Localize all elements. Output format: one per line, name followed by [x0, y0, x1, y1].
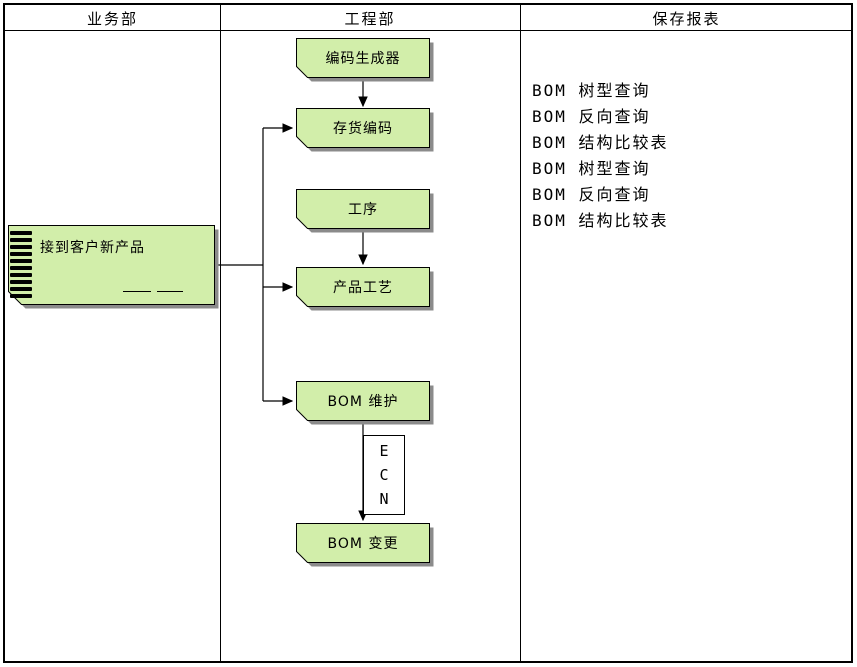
- node-shape-svg: [296, 38, 434, 82]
- node-code-generator: 编码生成器: [296, 38, 434, 82]
- node-shape: [296, 523, 430, 563]
- node-shape: [296, 108, 430, 148]
- node-label: BOM 维护: [327, 394, 399, 410]
- report-item: BOM 反向查询: [532, 107, 651, 126]
- header-divider: [5, 30, 851, 31]
- node-shape-svg: [296, 381, 434, 425]
- document-shape-svg: [8, 225, 219, 309]
- report-item: BOM 结构比较表: [532, 133, 669, 152]
- node-shape-svg: [296, 267, 434, 311]
- ecn-letter: N: [379, 490, 389, 508]
- binding-comb-icon: [10, 231, 32, 298]
- node-inventory-code: 存货编码: [296, 108, 434, 152]
- lane-header-saved-reports: 保存报表: [652, 10, 721, 28]
- node-operation: 工序: [296, 189, 434, 233]
- lane-divider-1: [220, 5, 221, 661]
- node-bom-maintenance: BOM 维护: [296, 381, 434, 425]
- node-shape: [296, 381, 430, 421]
- node-receive-new-product: 接到客户新产品: [8, 225, 219, 309]
- node-label: 存货编码: [333, 121, 393, 137]
- diagram-area: 业务部 工程部 保存报表: [5, 5, 851, 661]
- diagram-frame: 业务部 工程部 保存报表: [3, 3, 853, 663]
- node-label: 编码生成器: [325, 51, 401, 67]
- ecn-box: E C N: [363, 435, 405, 515]
- ecn-letter: E: [379, 442, 389, 460]
- ecn-letter: C: [379, 466, 389, 484]
- report-item: BOM 树型查询: [532, 81, 651, 100]
- report-item: BOM 树型查询: [532, 159, 651, 178]
- node-shape: [296, 189, 430, 229]
- node-shape-svg: [296, 523, 434, 567]
- report-item: BOM 反向查询: [532, 185, 651, 204]
- node-shape: [8, 225, 215, 305]
- node-shape: [296, 267, 430, 307]
- node-bom-change: BOM 变更: [296, 523, 434, 567]
- lane-divider-2: [520, 5, 521, 661]
- node-product-process: 产品工艺: [296, 267, 434, 311]
- node-shape-svg: [296, 189, 434, 233]
- node-shape-svg: [296, 108, 434, 152]
- lane-header-business: 业务部: [86, 10, 138, 28]
- lane-header-engineering: 工程部: [344, 10, 396, 28]
- node-label: 工序: [348, 202, 378, 218]
- report-item: BOM 结构比较表: [532, 211, 669, 230]
- report-list: BOM 树型查询 BOM 反向查询 BOM 结构比较表 BOM 树型查询 BOM…: [532, 78, 669, 234]
- node-shape: [296, 38, 430, 78]
- node-label: 产品工艺: [333, 280, 393, 296]
- node-label: 接到客户新产品: [40, 240, 145, 256]
- node-label: BOM 变更: [327, 536, 399, 552]
